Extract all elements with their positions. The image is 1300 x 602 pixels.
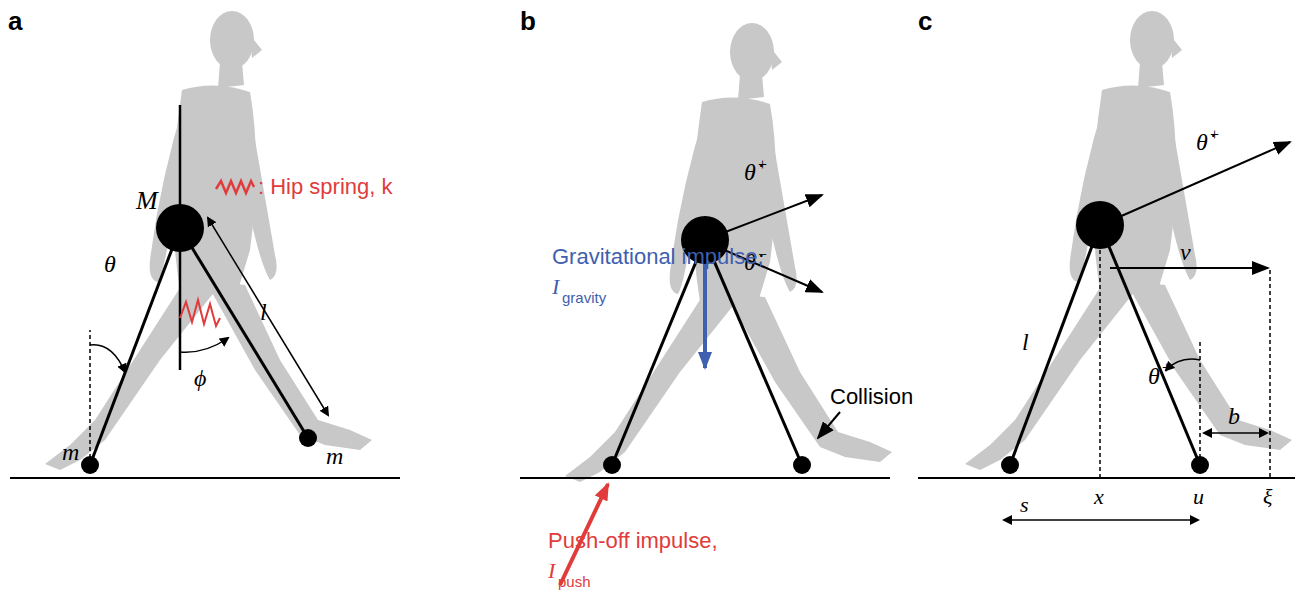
- collision-label: Collision: [830, 386, 913, 408]
- panel-letter: a: [8, 8, 22, 34]
- length-label: b: [1228, 404, 1240, 428]
- velocity-label: v: [1180, 240, 1191, 264]
- panel-letter: b: [520, 8, 536, 34]
- spring-swatch: [214, 177, 256, 197]
- superscript: +: [1210, 127, 1219, 143]
- superscript: +: [1162, 360, 1171, 376]
- subscript: push: [558, 574, 591, 589]
- mass-label: m: [326, 444, 343, 468]
- superscript: +: [758, 157, 767, 173]
- mass-label: m: [62, 440, 79, 464]
- panel-letter: c: [918, 8, 932, 34]
- velocity-label: θ̇: [744, 160, 756, 184]
- angle-label: ϕ: [194, 366, 206, 390]
- position-label: u: [1193, 486, 1204, 508]
- angle-label: θ: [104, 252, 116, 276]
- legend-text: : Hip spring, k: [258, 174, 393, 200]
- length-label: s: [1020, 494, 1029, 516]
- impulse-label: Push-off impulse,: [548, 530, 718, 552]
- impulse-symbol: I: [552, 276, 559, 298]
- position-label: ξ: [1263, 486, 1272, 508]
- length-label: l: [260, 300, 267, 324]
- mass-label: M: [136, 188, 158, 214]
- angle-label: θ: [1148, 364, 1160, 388]
- length-label: l: [1022, 330, 1029, 354]
- velocity-label: θ̇: [1196, 130, 1208, 154]
- position-label: x: [1094, 486, 1104, 508]
- impulse-symbol: I: [548, 560, 555, 582]
- impulse-label: Gravitational impulse,: [552, 246, 764, 268]
- subscript: gravity: [562, 290, 606, 305]
- legend-row: : Hip spring, k: [214, 174, 393, 200]
